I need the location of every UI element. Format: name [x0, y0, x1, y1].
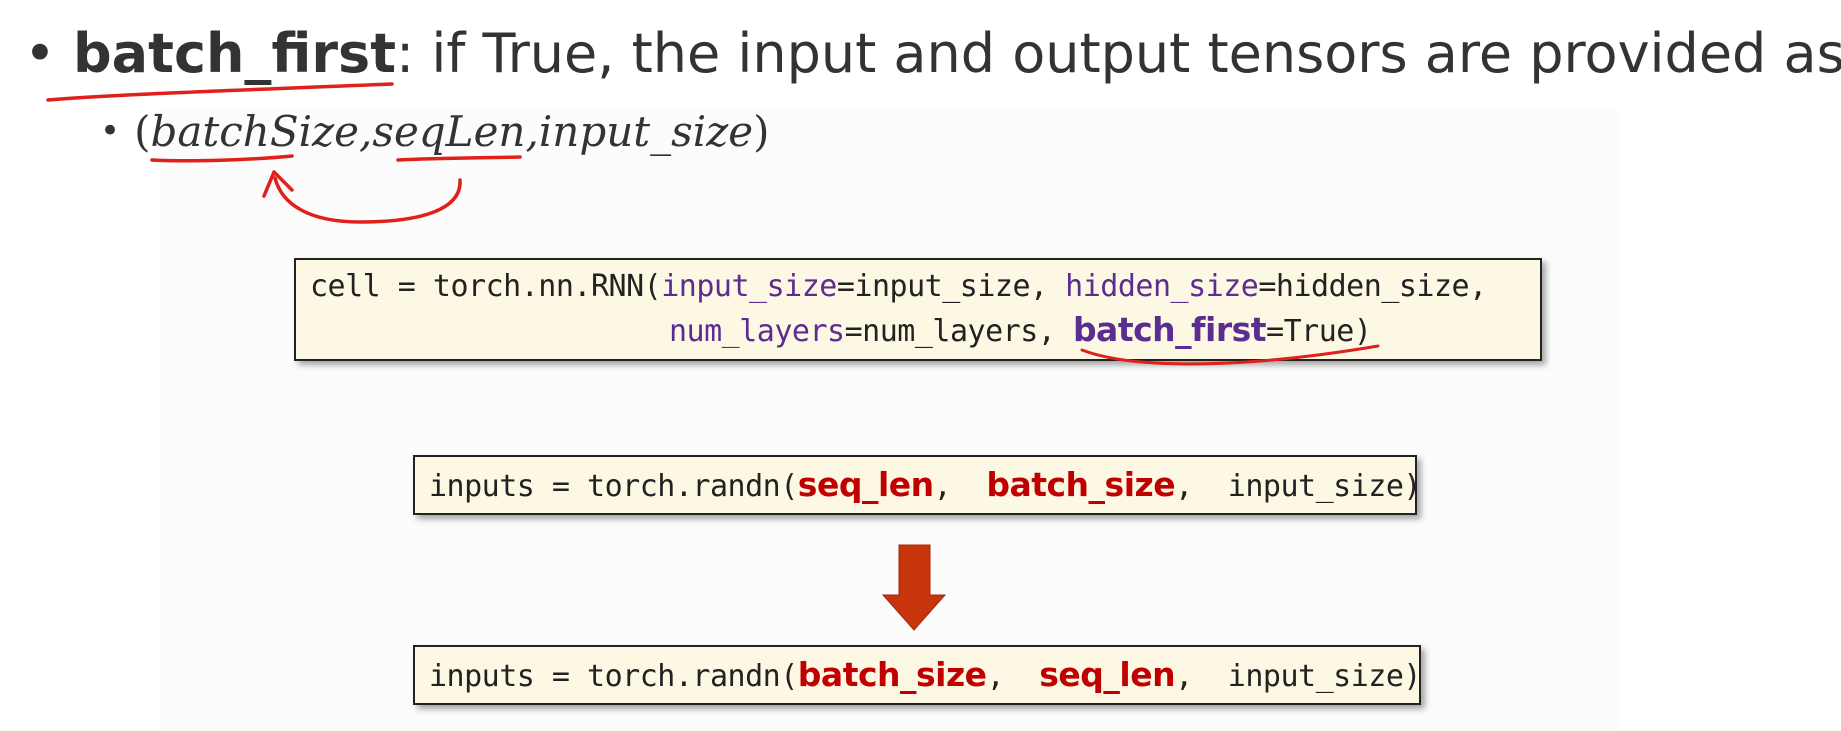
code-token: =True) — [1266, 314, 1372, 349]
input-size-term: input_size — [538, 107, 754, 156]
code-line-2: num_layers=num_layers, batch_first=True) — [669, 310, 1372, 349]
slide-background — [160, 110, 1620, 731]
code-token: , input_size) — [1175, 659, 1421, 694]
rnn-code-box: cell = torch.nn.RNN(input_size=input_siz… — [294, 258, 1542, 361]
code-token: inputs = torch.randn( — [429, 469, 798, 504]
batch-size-term: batchSize — [150, 107, 360, 156]
bullet-description: : if True, the input and output tensors … — [396, 22, 1841, 85]
close-paren: ) — [753, 107, 770, 156]
seq-len-term: seqLen — [372, 107, 526, 156]
param-batch-first: batch_first — [1072, 310, 1267, 349]
code-token: =input_size, — [836, 269, 1066, 304]
arg-batch-size: batch_size — [986, 465, 1176, 504]
batch-first-keyword: batch_first — [73, 22, 397, 85]
code-line-1: cell = torch.nn.RNN(input_size=input_siz… — [310, 269, 1487, 304]
arg-batch-size: batch_size — [797, 655, 987, 694]
code-line: inputs = torch.randn(batch_size, seq_len… — [429, 655, 1421, 694]
code-token: =num_layers, — [844, 314, 1073, 349]
comma-1: , — [359, 107, 373, 156]
open-paren: ( — [134, 107, 151, 156]
code-token: , — [986, 659, 1040, 694]
arg-seq-len: seq_len — [797, 465, 934, 504]
randn-seq-first-box: inputs = torch.randn(seq_len, batch_size… — [413, 455, 1421, 515]
param-num-layers: num_layers — [669, 314, 845, 349]
bullet-shape: •(batchSize,seqLen,input_size) — [100, 102, 770, 161]
bullet-dot: • — [24, 22, 56, 85]
param-input-size: input_size — [661, 269, 837, 304]
code-token: cell = torch.nn.RNN( — [310, 269, 662, 304]
arg-seq-len: seq_len — [1039, 655, 1176, 694]
bullet-batch-first: • batch_first: if True, the input and ou… — [24, 18, 1841, 90]
randn-batch-first-box: inputs = torch.randn(batch_size, seq_len… — [413, 645, 1421, 705]
bullet-dot-2: • — [100, 111, 121, 151]
code-token: =hidden_size, — [1258, 269, 1487, 304]
param-hidden-size: hidden_size — [1065, 269, 1259, 304]
code-token: , — [933, 469, 987, 504]
code-line: inputs = torch.randn(seq_len, batch_size… — [429, 465, 1421, 504]
code-token: , input_size) — [1175, 469, 1421, 504]
code-token: inputs = torch.randn( — [429, 659, 798, 694]
comma-2: , — [525, 107, 539, 156]
